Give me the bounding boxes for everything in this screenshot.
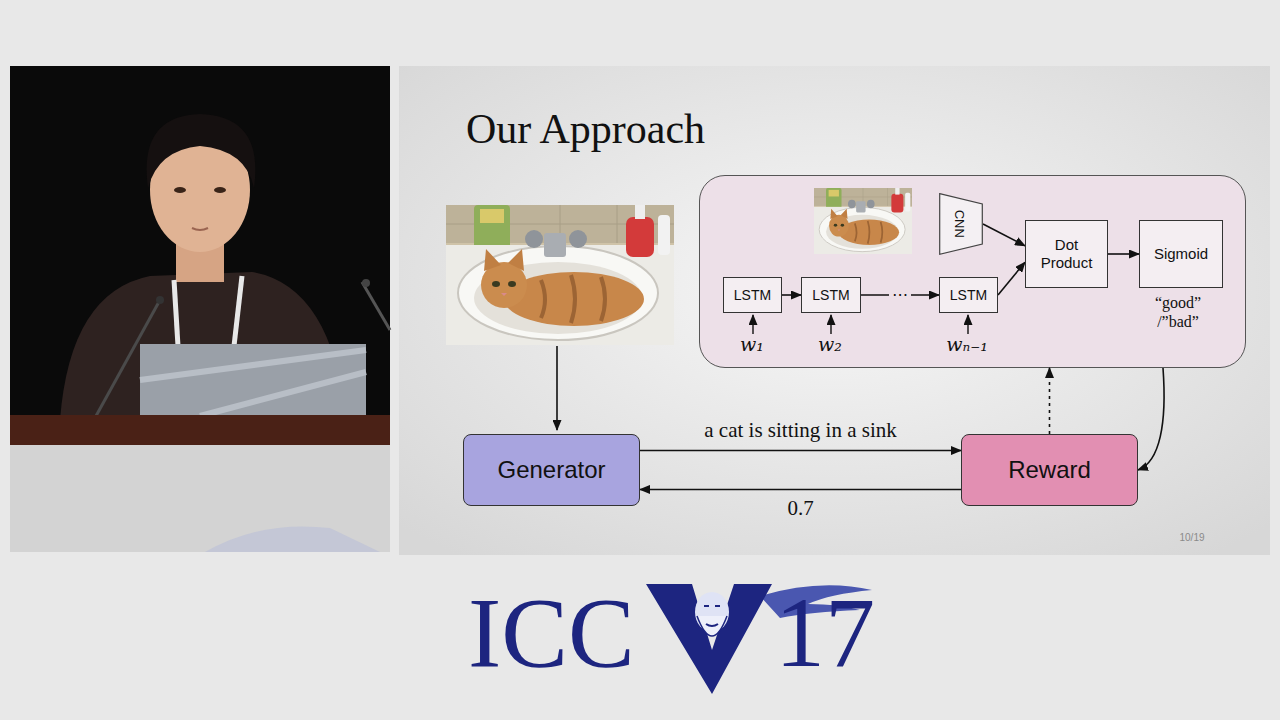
arrow [1108,253,1139,255]
dotted-arrow [1049,368,1051,434]
arrow [782,294,801,296]
page-number: 10/19 [1179,532,1204,543]
box-label: CNN [951,210,967,238]
slide-title: Our Approach [466,106,705,152]
input-word: w₁ [740,333,764,355]
arrow [640,489,961,491]
logo-text-wrap: 17 [775,583,875,683]
edge-label-wrap: a cat is sitting in a sink [704,418,896,442]
box-label: Dot Product [1036,236,1098,272]
input-word: wₙ₋₁ [946,333,988,355]
edge-label: 0.7 [787,496,813,520]
box-label: Generator [497,456,605,485]
page-number-wrap: 10/19 [1179,527,1204,545]
box-label: LSTM [734,287,771,304]
arrow [998,262,1025,295]
output-label: “good” /”bad” [1146,293,1210,331]
box-label: Reward [1008,456,1091,485]
edge-label-wrap: ⋯ [889,286,911,304]
lstm-box: LSTM [801,277,861,313]
logo-text: 17 [775,577,875,688]
edge-label: ⋯ [889,287,911,303]
dot-product-box: Dot Product [1025,220,1108,288]
arrow [1138,368,1164,470]
edge-label-wrap: 0.7 [787,496,813,520]
box-label: LSTM [812,287,849,304]
trapezoid-shape [940,194,983,255]
lstm-box: LSTM [939,277,998,313]
arrow [983,224,1025,246]
cnn-trapezoid: CNN [939,193,983,255]
input-word: w₂ [818,333,842,355]
input-word-wrap: w₁ [740,333,764,355]
logo-text: ICC [468,577,635,688]
generator-box: Generator [463,434,640,506]
edge-label: a cat is sitting in a sink [704,418,896,442]
logo-text-wrap: ICC [468,583,635,683]
arrow [640,450,961,452]
title-wrap: Our Approach [466,108,705,150]
reward-box: Reward [961,434,1138,506]
input-word-wrap: w₂ [818,333,842,355]
box-label: Sigmoid [1154,245,1208,263]
sigmoid-box: Sigmoid [1139,220,1223,288]
box-label: LSTM [950,287,987,304]
input-word-wrap: wₙ₋₁ [946,333,988,355]
lstm-box: LSTM [723,277,782,313]
